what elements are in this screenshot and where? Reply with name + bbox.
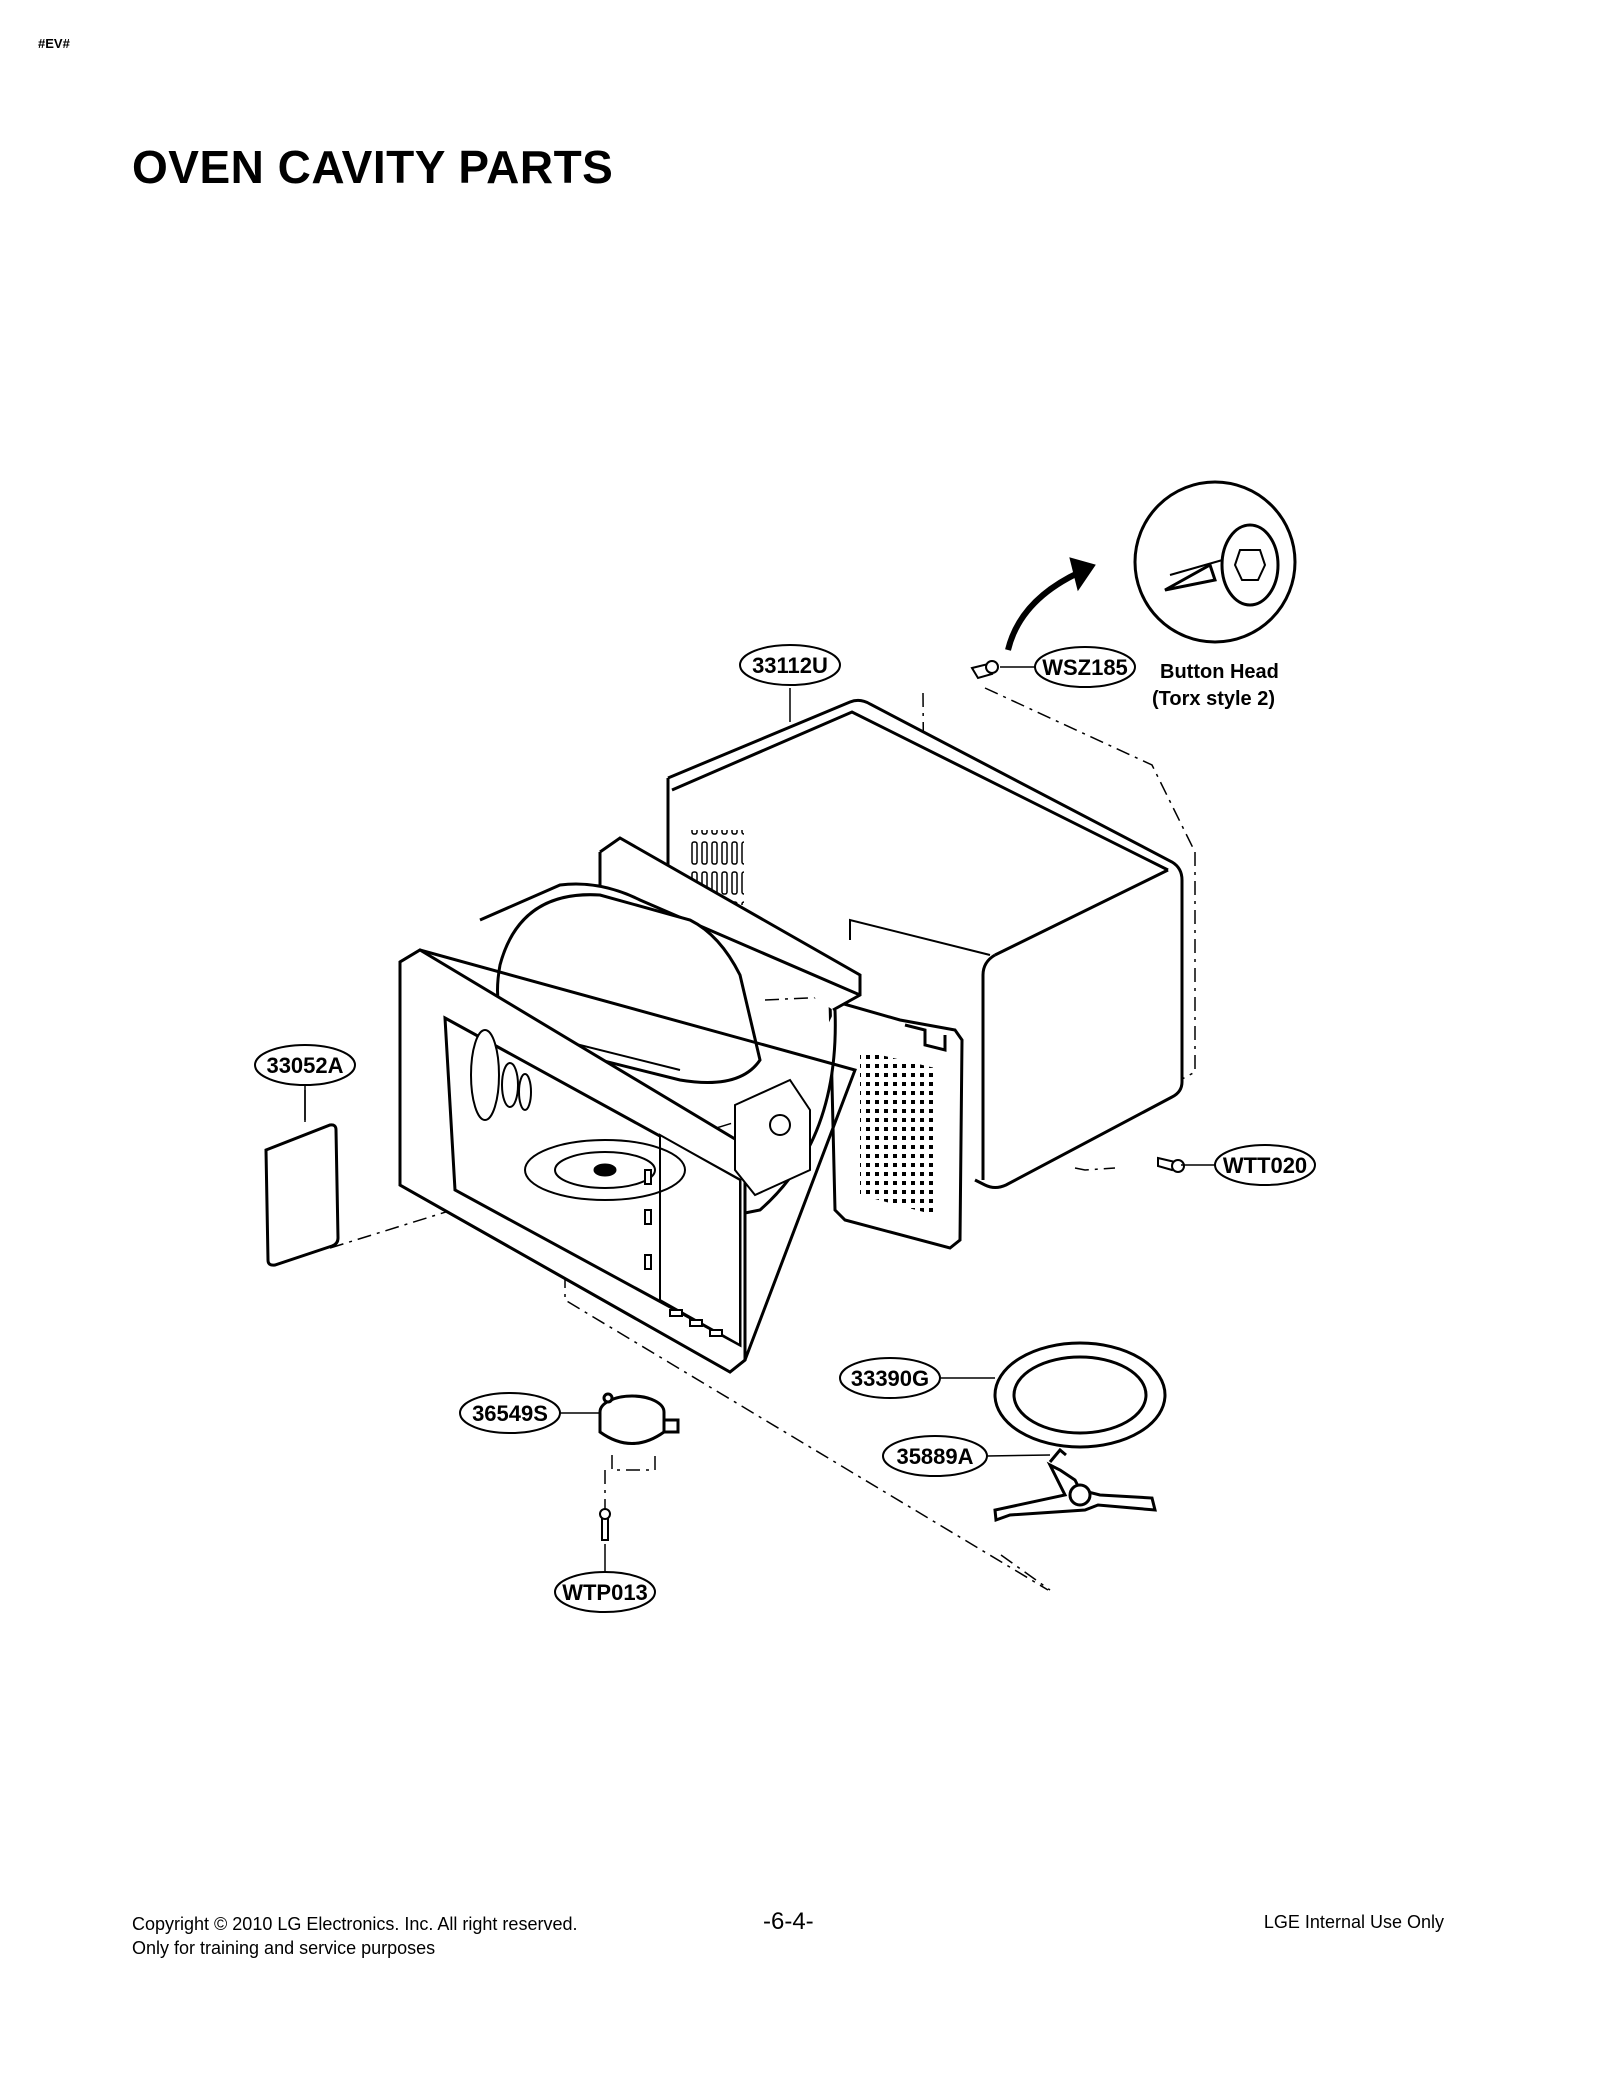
- callout-35889A: [882, 1435, 988, 1477]
- callout-WTT020: [1214, 1144, 1316, 1186]
- callout-33052A: [254, 1044, 356, 1086]
- screw-wtt020: [1157, 1156, 1185, 1173]
- callout-text-35889A: 35889A: [896, 1444, 973, 1469]
- button-head-line2: (Torx style 2): [1152, 688, 1275, 710]
- outer-cabinet: [666, 698, 1184, 1189]
- roller-ring: [993, 1447, 1157, 1523]
- callout-text-36549S: 36549S: [472, 1401, 548, 1426]
- footer-copyright-block: Copyright © 2010 LG Electronics. Inc. Al…: [132, 1912, 577, 1960]
- screw-wtp013: [599, 1508, 611, 1541]
- page-title: OVEN CAVITY PARTS: [132, 141, 614, 193]
- callout-text-33112U: 33112U: [752, 653, 828, 678]
- turntable-tray: [993, 1341, 1167, 1449]
- screw-detail-zoom: [1133, 480, 1297, 644]
- cavity-openings: [470, 1029, 532, 1121]
- footer-internal: LGE Internal Use Only: [1263, 1912, 1444, 1932]
- turntable-motor: [598, 1392, 680, 1445]
- callout-36549S: [459, 1392, 561, 1434]
- leader-lines: [304, 666, 1215, 1572]
- rear-panel-perforation: [860, 1050, 935, 1215]
- callout-labels: [254, 644, 1316, 1613]
- callout-text-33390G: 33390G: [851, 1366, 929, 1391]
- callout-WTP013: [554, 1571, 656, 1613]
- page-number: -6-4-: [763, 1908, 814, 1935]
- doc-tag: #EV#: [38, 36, 70, 51]
- footer-copyright: Copyright © 2010 LG Electronics. Inc. Al…: [132, 1914, 578, 1934]
- footer-purpose: Only for training and service purposes: [132, 1938, 436, 1958]
- screw-wsz185: [970, 660, 999, 680]
- callout-text-33052A: 33052A: [266, 1053, 343, 1078]
- callout-33112U: [739, 644, 841, 686]
- callout-WSZ185: [1034, 646, 1136, 688]
- callout-text-WTP013: WTP013: [562, 1580, 648, 1605]
- callout-text-WSZ185: WSZ185: [1042, 655, 1128, 680]
- callout-texts: 33112U WSZ185 33052A WTT020 33390G 36549…: [266, 653, 1307, 1605]
- callout-text-WTT020: WTT020: [1223, 1153, 1307, 1178]
- waveguide-cover: [264, 1123, 340, 1267]
- frame-slots: [644, 1169, 723, 1337]
- button-head-note: Button Head (Torx style 2): [1152, 661, 1279, 710]
- zoom-arrow: [1005, 557, 1096, 651]
- callout-33390G: [839, 1357, 941, 1399]
- stirrer-motor-mount: [734, 1078, 811, 1197]
- button-head-line1: Button Head: [1160, 661, 1279, 683]
